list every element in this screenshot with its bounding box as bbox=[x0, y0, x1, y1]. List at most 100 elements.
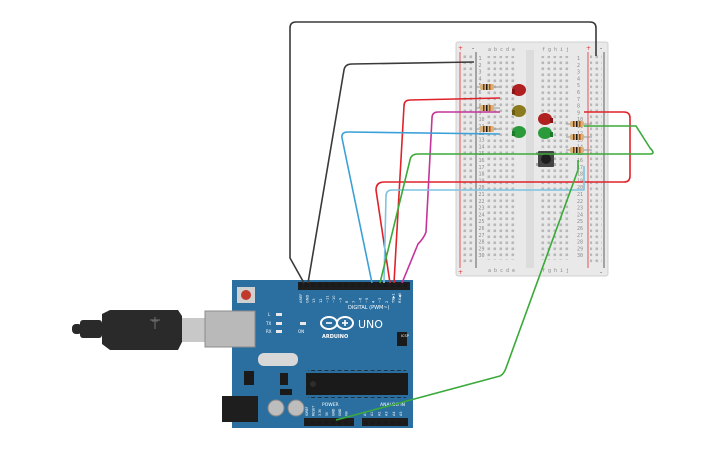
atmega-chip bbox=[306, 373, 408, 395]
column-letter-g: g bbox=[548, 47, 551, 53]
led-red-left bbox=[512, 84, 526, 96]
row-number-right-12: 12 bbox=[577, 131, 583, 137]
capacitor-2 bbox=[287, 399, 305, 417]
led-yellow-left bbox=[512, 105, 526, 117]
wires bbox=[289, 21, 654, 421]
digital-pin-label: 4 bbox=[372, 300, 376, 303]
column-letter-b: b bbox=[494, 268, 497, 274]
row-number-left-18: 18 bbox=[479, 172, 485, 178]
analog-pin-label: A5 bbox=[399, 412, 403, 416]
small-chip-1 bbox=[280, 373, 288, 385]
row-number-left-20: 20 bbox=[479, 185, 485, 191]
resistor-2 bbox=[476, 105, 500, 111]
led-l-indicator bbox=[276, 313, 282, 316]
digital-pin-label: ~11 bbox=[325, 295, 329, 303]
row-number-left-23: 23 bbox=[479, 206, 485, 212]
column-letter-c: c bbox=[500, 268, 503, 274]
rail-plus-label-tr: + bbox=[586, 45, 591, 52]
reset-button[interactable] bbox=[241, 290, 251, 300]
row-number-left-17: 17 bbox=[479, 165, 485, 171]
digital-pin-label: GND bbox=[306, 295, 310, 303]
wire-black-gnd-short[interactable] bbox=[307, 61, 475, 284]
digital-pin-label: 2 bbox=[385, 301, 389, 303]
row-number-right-17: 17 bbox=[577, 165, 583, 171]
row-number-right-20: 20 bbox=[577, 185, 583, 191]
usb-port bbox=[204, 310, 256, 348]
column-letter-e: e bbox=[512, 47, 515, 53]
row-number-left-3: 3 bbox=[479, 70, 482, 76]
row-number-right-21: 21 bbox=[577, 192, 583, 198]
column-letter-d: d bbox=[506, 47, 509, 53]
row-number-left-7: 7 bbox=[479, 97, 482, 103]
row-number-left-29: 29 bbox=[479, 246, 485, 252]
row-number-right-7: 7 bbox=[577, 97, 580, 103]
icsp-header bbox=[397, 332, 407, 346]
row-number-left-14: 14 bbox=[479, 144, 485, 150]
row-number-right-3: 3 bbox=[577, 70, 580, 76]
row-number-right-24: 24 bbox=[577, 212, 583, 218]
power-pin-label: 5V bbox=[325, 411, 329, 416]
digital-pin-label: ~6 bbox=[358, 297, 362, 303]
wire-lightblue-button[interactable] bbox=[383, 166, 585, 284]
row-number-right-10: 10 bbox=[577, 117, 583, 123]
column-letter-f: f bbox=[542, 268, 545, 274]
row-number-left-27: 27 bbox=[479, 233, 485, 239]
row-number-left-6: 6 bbox=[479, 90, 482, 96]
wire-blue-pin5[interactable] bbox=[341, 131, 501, 284]
led-rx-label: RX bbox=[266, 329, 272, 334]
row-number-right-23: 23 bbox=[577, 206, 583, 212]
row-number-left-22: 22 bbox=[479, 199, 485, 205]
row-number-left-2: 2 bbox=[479, 63, 482, 69]
digital-pin-label: ~3 bbox=[378, 298, 382, 303]
power-pin-label: RESET bbox=[312, 406, 316, 416]
row-number-right-29: 29 bbox=[577, 246, 583, 252]
digital-pin-label: ~5 bbox=[365, 298, 369, 303]
dc-jack bbox=[222, 396, 258, 422]
column-letter-f: f bbox=[542, 47, 545, 53]
digital-pin-label: 13 bbox=[312, 298, 316, 303]
wire-green-pin4[interactable] bbox=[379, 125, 654, 284]
digital-pin-label: ~9 bbox=[339, 297, 343, 303]
digital-pin-label: 8 bbox=[345, 300, 349, 303]
left-power-rail bbox=[462, 54, 474, 264]
row-number-right-16: 16 bbox=[577, 158, 583, 164]
column-letter-c: c bbox=[500, 47, 503, 53]
row-number-right-25: 25 bbox=[577, 219, 583, 225]
wire-magenta-pin0[interactable] bbox=[401, 111, 500, 284]
resistor-4 bbox=[566, 121, 592, 127]
power-pin-label: GND bbox=[338, 408, 342, 416]
power-pin-label: 3.3V bbox=[318, 408, 322, 416]
analog-pin-label: A2 bbox=[377, 412, 381, 416]
resistor-6 bbox=[566, 147, 592, 153]
row-number-right-4: 4 bbox=[577, 76, 580, 82]
row-number-right-22: 22 bbox=[577, 199, 583, 205]
row-number-left-4: 4 bbox=[479, 76, 482, 82]
capacitor-1 bbox=[267, 399, 285, 417]
led-green-right bbox=[538, 127, 553, 139]
row-number-right-9: 9 bbox=[577, 110, 580, 116]
row-number-right-26: 26 bbox=[577, 226, 583, 232]
resistor-3 bbox=[476, 126, 500, 132]
row-number-left-16: 16 bbox=[479, 158, 485, 164]
digital-pin-label: RX◀0 bbox=[398, 292, 402, 303]
wire-green-5v[interactable] bbox=[335, 160, 579, 421]
wire-red-pin2[interactable] bbox=[393, 97, 501, 284]
row-number-right-6: 6 bbox=[577, 90, 580, 96]
row-number-left-8: 8 bbox=[479, 104, 482, 110]
resistor-5 bbox=[566, 134, 592, 140]
wire-red-pin3[interactable] bbox=[375, 111, 631, 284]
column-letter-h: h bbox=[554, 47, 557, 53]
wire-black-gnd-long[interactable] bbox=[289, 21, 597, 284]
led-tx-indicator bbox=[276, 322, 282, 325]
row-number-left-9: 9 bbox=[479, 110, 482, 116]
digital-pin-label: AREF bbox=[299, 294, 303, 303]
row-number-left-21: 21 bbox=[479, 192, 485, 198]
led-green-left bbox=[512, 126, 526, 138]
